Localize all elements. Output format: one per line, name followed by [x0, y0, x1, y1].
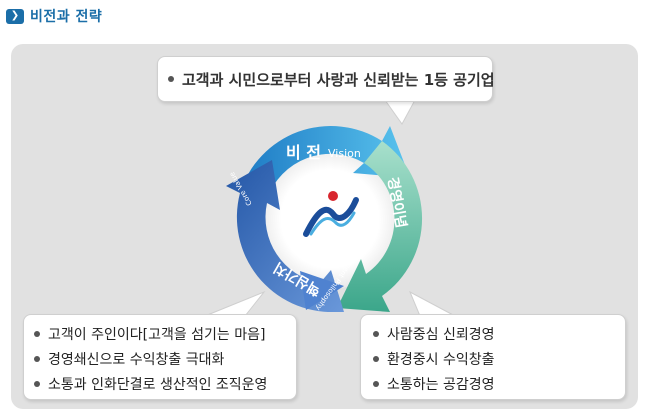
- vision-arrow: [240, 126, 410, 199]
- list-item: 경영쇄신으로 수익창출 극대화: [34, 346, 296, 371]
- vision-label: 비 전: [286, 143, 321, 162]
- list-item: 소통하는 공감경영: [373, 371, 625, 396]
- mission-callout-tail: [384, 99, 416, 125]
- core-value-text: 경영쇄신으로 수익창출 극대화: [48, 351, 225, 368]
- core-values-callout: 고객이 주인이다[고객을 섬기는 마음] 경영쇄신으로 수익창출 극대화 소통과…: [23, 314, 297, 400]
- bullet-icon: [373, 380, 379, 387]
- bullet-icon: [168, 76, 174, 82]
- section-title: 비전과 전략: [30, 9, 103, 25]
- core-callout-tail: [204, 290, 266, 317]
- philosophy-text: 환경중시 수익창출: [387, 351, 495, 368]
- philosophy-text: 사람중심 신뢰경영: [387, 326, 495, 343]
- mission-item: 고객과 시민으로부터 사랑과 신뢰받는 1등 공기업: [168, 67, 495, 92]
- bullet-icon: [34, 380, 40, 387]
- list-item: 사람중심 신뢰경영: [373, 321, 625, 346]
- philosophy-text: 소통하는 공감경영: [387, 376, 495, 393]
- list-item: 소통과 인화단결로 생산적인 조직운영: [34, 371, 296, 396]
- bullet-icon: [34, 330, 40, 337]
- section-header: ❯ 비전과 전략: [6, 5, 102, 27]
- core-value-text: 고객이 주인이다[고객을 섬기는 마음]: [48, 326, 266, 343]
- management-arrow: [337, 141, 423, 312]
- bullet-icon: [373, 355, 379, 362]
- mission-text: 고객과 시민으로부터 사랑과 신뢰받는 1등 공기업: [182, 70, 495, 89]
- chevron-right-icon: ❯: [6, 8, 24, 24]
- core-value-text: 소통과 인화단결로 생산적인 조직운영: [48, 376, 268, 393]
- list-item: 환경중시 수익창출: [373, 346, 625, 371]
- mission-callout: 고객과 시민으로부터 사랑과 신뢰받는 1등 공기업: [157, 56, 495, 102]
- vision-sublabel: Vision: [328, 147, 361, 160]
- core-arrow-head: [300, 271, 344, 310]
- philosophy-callout-tail: [409, 290, 456, 317]
- core-value-arrow: [226, 160, 344, 313]
- bullet-icon: [34, 355, 40, 362]
- list-item: 고객이 주인이다[고객을 섬기는 마음]: [34, 321, 296, 346]
- bullet-icon: [373, 330, 379, 337]
- company-logo: [303, 191, 359, 237]
- philosophy-callout: 사람중심 신뢰경영 환경중시 수익창출 소통하는 공감경영: [360, 314, 626, 400]
